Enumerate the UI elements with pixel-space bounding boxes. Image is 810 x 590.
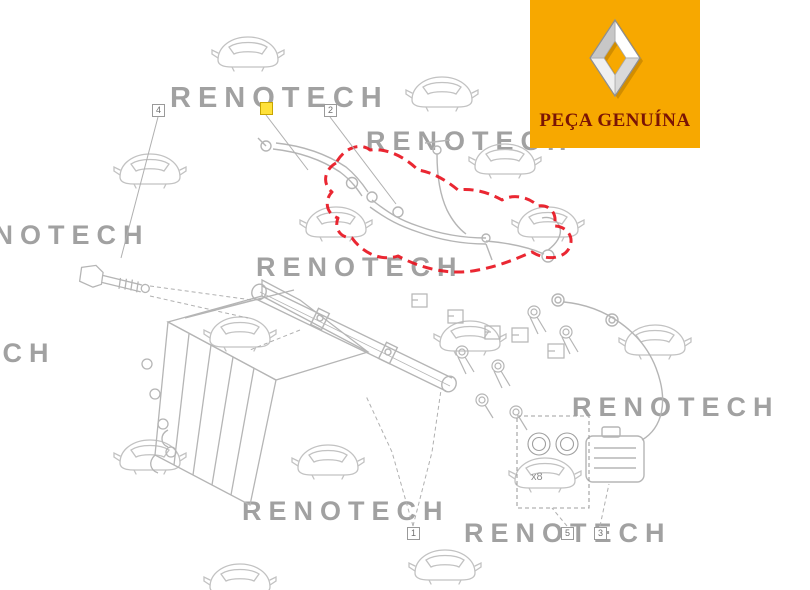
renotech-watermark: RENOTECH [572,392,780,422]
genuine-part-badge: PEÇA GENUÍNA [530,0,700,148]
wire-harness [551,293,664,483]
car-silhouette-icon [203,563,277,590]
callout-box: 5 [561,527,574,540]
renault-diamond-icon [589,18,643,99]
engine-block [141,278,370,506]
injectors-and-clamps [411,293,579,431]
callout-box: 1 [407,527,420,540]
highlighted-callout-box [260,102,273,115]
fuel-rail [251,283,457,393]
car-silhouette-icon [113,153,187,189]
car-silhouette-icon [203,316,277,352]
renotech-watermark: RENOTECH [170,82,389,114]
car-silhouette-icon [408,549,482,585]
car-silhouette-icon [508,457,582,493]
genuine-part-label: PEÇA GENUÍNA [539,110,691,131]
callout-box: 2 [324,104,337,117]
car-silhouette-icon [468,143,542,179]
pressure-sensor [78,264,150,294]
car-silhouette-icon [211,36,285,72]
car-silhouette-icon [511,206,585,242]
quantity-note: x8 [531,471,543,483]
callout-box: 3 [594,527,607,540]
car-silhouette-icon [291,444,365,480]
oring-detail-box: x8 [516,415,590,509]
renotech-watermark: RENOTECH [0,338,56,368]
fuel-pipes [257,137,562,263]
leader-lines [120,114,610,527]
car-silhouette-icon [405,76,479,112]
renotech-watermark: RENOTECH [0,220,150,250]
callout-box: 4 [152,104,165,117]
